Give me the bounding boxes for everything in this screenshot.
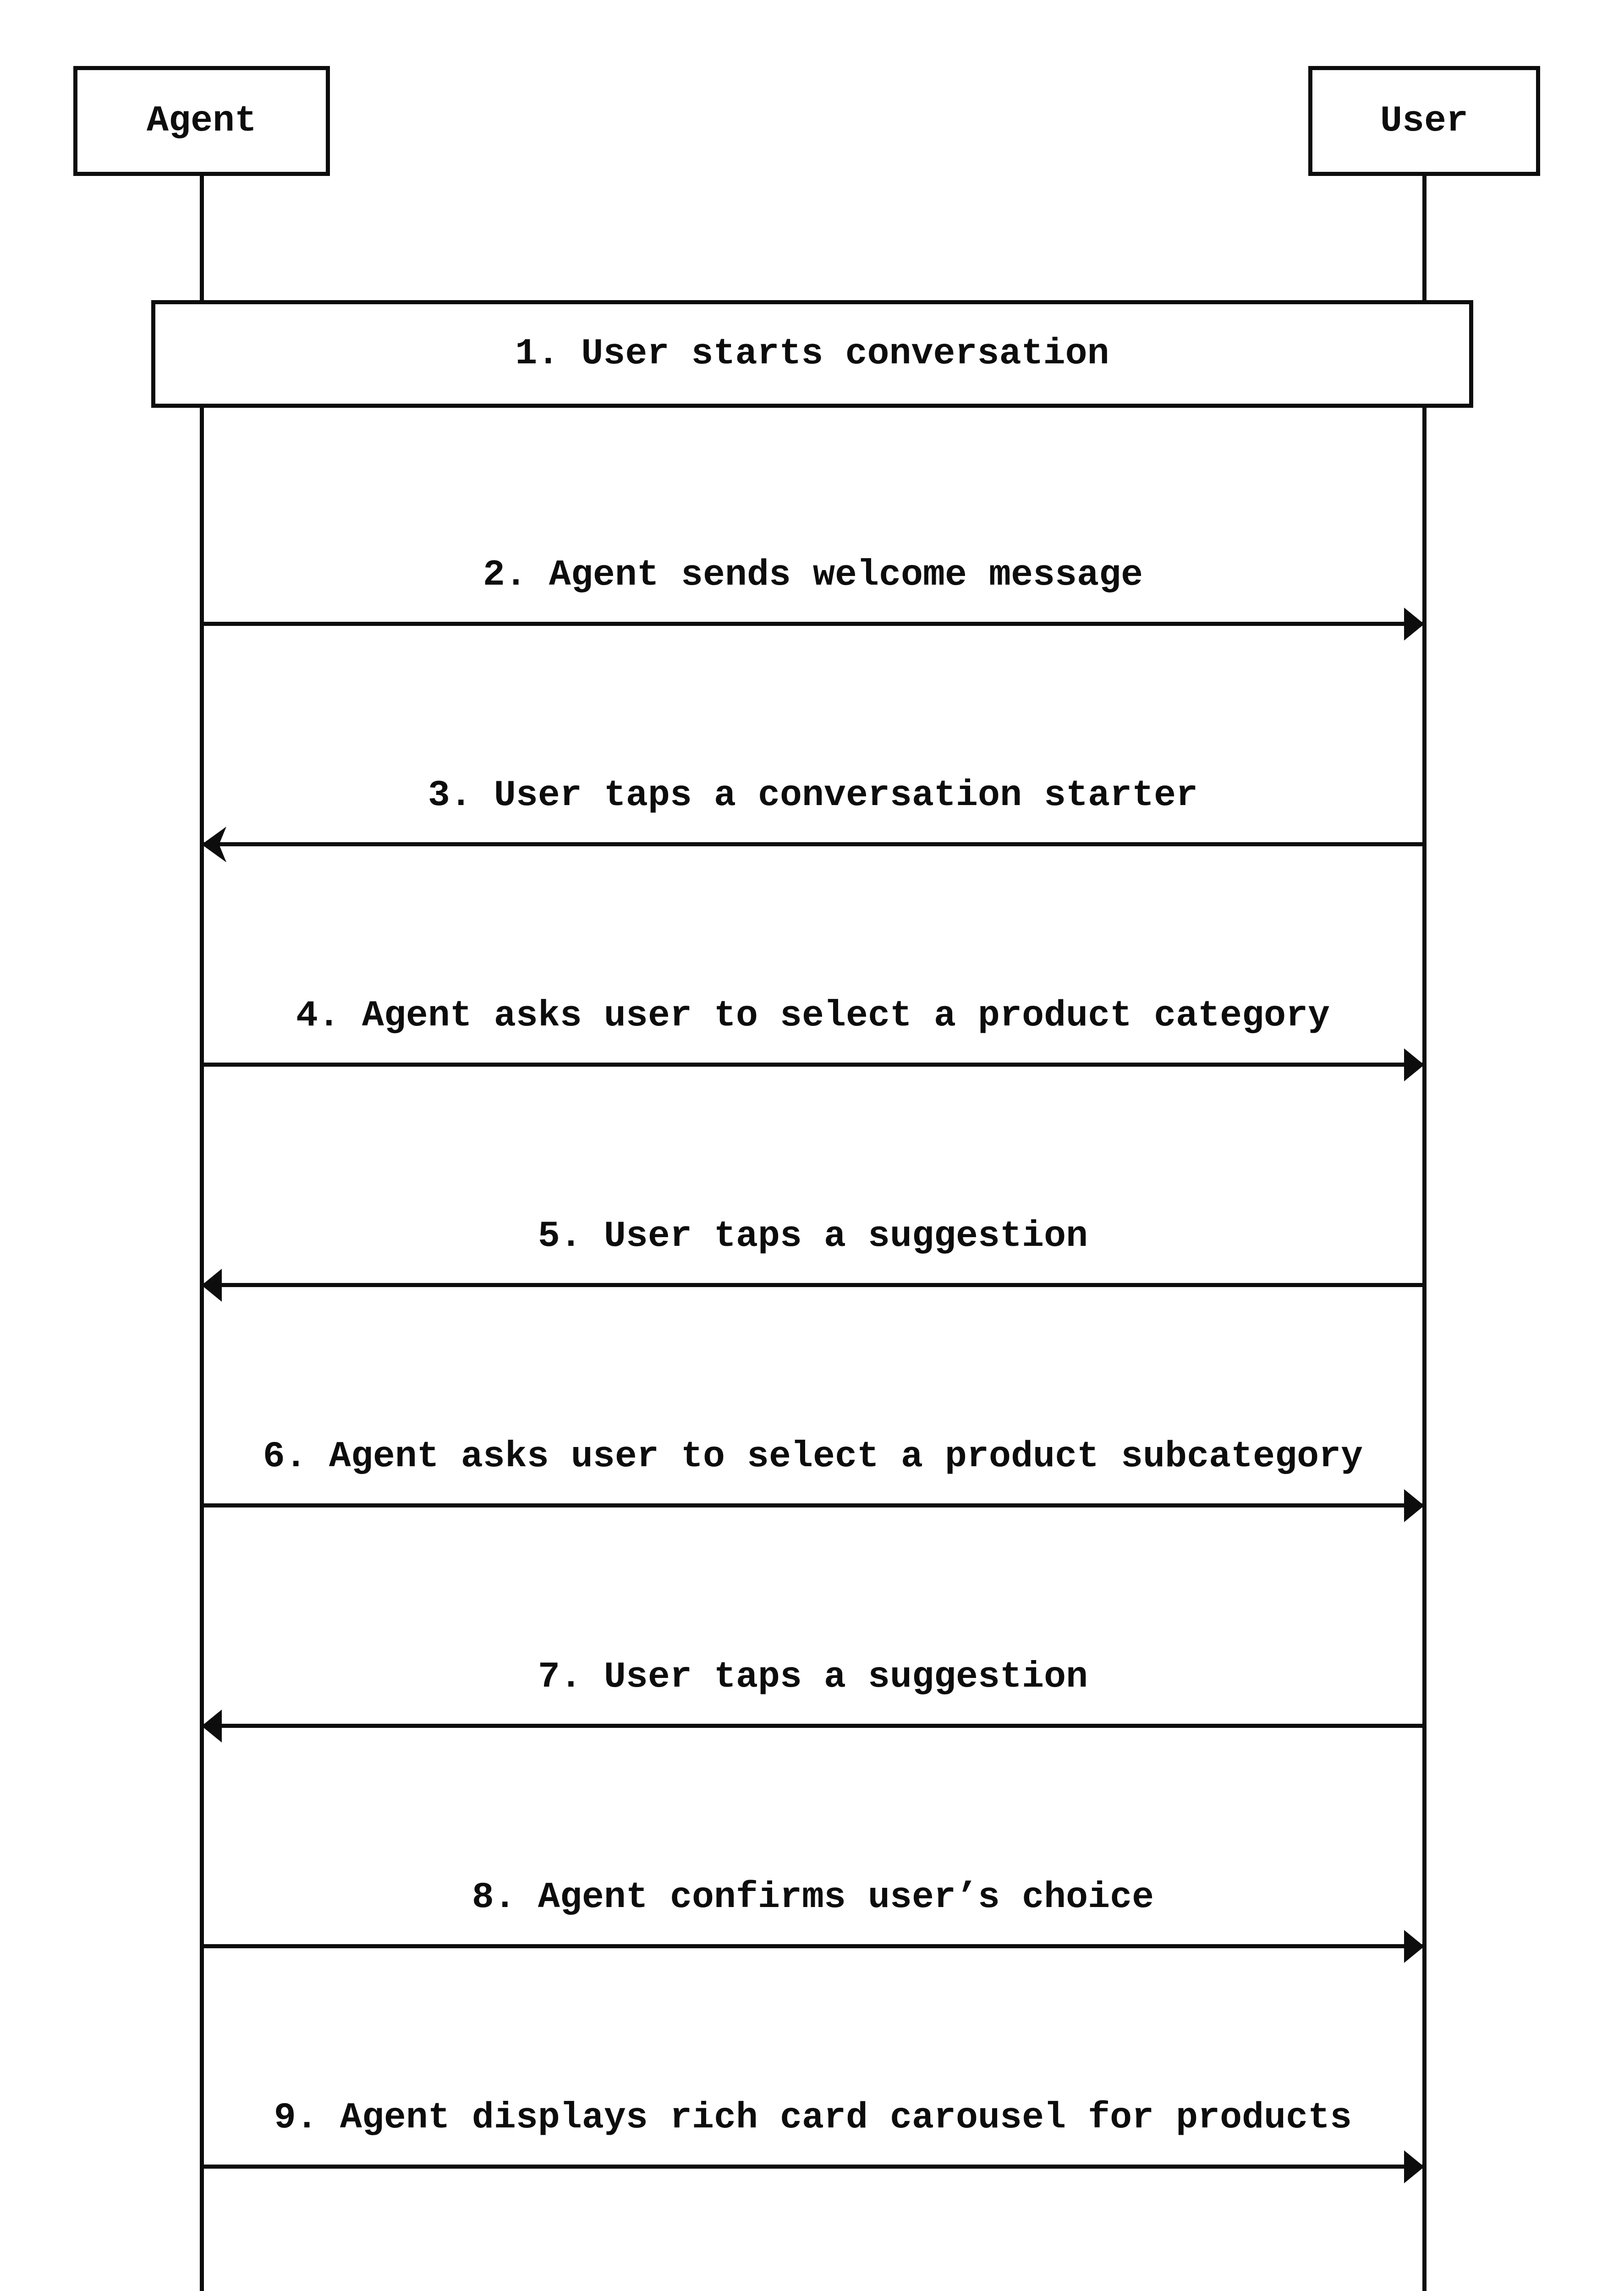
message-10: 10. User selects a product [202, 2283, 1424, 2291]
message-3-line [202, 842, 1424, 846]
actor-label-agent: Agent [146, 100, 257, 142]
message-8-label: 8. Agent confirms user’s choice [472, 1877, 1154, 1918]
message-8: 8. Agent confirms user’s choice [202, 1842, 1424, 1963]
actor-box-agent-top: Agent [73, 66, 330, 176]
arrowhead-left-icon [202, 1269, 222, 1302]
message-9: 9. Agent displays rich card carousel for… [202, 2063, 1424, 2183]
message-9-label: 9. Agent displays rich card carousel for… [274, 2097, 1352, 2139]
message-5-line [202, 1283, 1424, 1287]
actor-box-user-top: User [1308, 66, 1540, 176]
message-2: 2. Agent sends welcome message [202, 520, 1424, 641]
message-4-line [202, 1063, 1424, 1067]
note-label: 1. User starts conversation [515, 333, 1109, 375]
actor-label-user: User [1380, 100, 1469, 142]
lifeline-agent [200, 176, 204, 2291]
message-4: 4. Agent asks user to select a product c… [202, 961, 1424, 1081]
message-5-label: 5. User taps a suggestion [538, 1216, 1088, 1257]
message-6-label: 6. Agent asks user to select a product s… [263, 1436, 1363, 1478]
message-3-label: 3. User taps a conversation starter [428, 775, 1198, 817]
message-6-line [202, 1503, 1424, 1507]
arrowhead-right-icon [1404, 1489, 1424, 1522]
message-8-line [202, 1944, 1424, 1948]
lifeline-user [1422, 176, 1426, 2291]
message-7-line [202, 1724, 1424, 1728]
message-7-label: 7. User taps a suggestion [538, 1656, 1088, 1698]
message-6: 6. Agent asks user to select a product s… [202, 1402, 1424, 1522]
message-5: 5. User taps a suggestion [202, 1181, 1424, 1302]
message-7: 7. User taps a suggestion [202, 1622, 1424, 1743]
message-2-line [202, 622, 1424, 626]
message-9-line [202, 2165, 1424, 2169]
arrowhead-right-icon [1404, 1048, 1424, 1081]
arrowhead-left-icon [202, 1710, 222, 1743]
arrowhead-open-left-icon [202, 827, 226, 862]
arrowhead-right-icon [1404, 1930, 1424, 1963]
message-4-label: 4. Agent asks user to select a product c… [296, 995, 1330, 1037]
arrowhead-right-icon [1404, 608, 1424, 641]
note-banner: 1. User starts conversation [151, 300, 1473, 408]
message-2-label: 2. Agent sends welcome message [483, 554, 1143, 596]
message-3: 3. User taps a conversation starter [202, 740, 1424, 862]
arrowhead-right-icon [1404, 2150, 1424, 2183]
